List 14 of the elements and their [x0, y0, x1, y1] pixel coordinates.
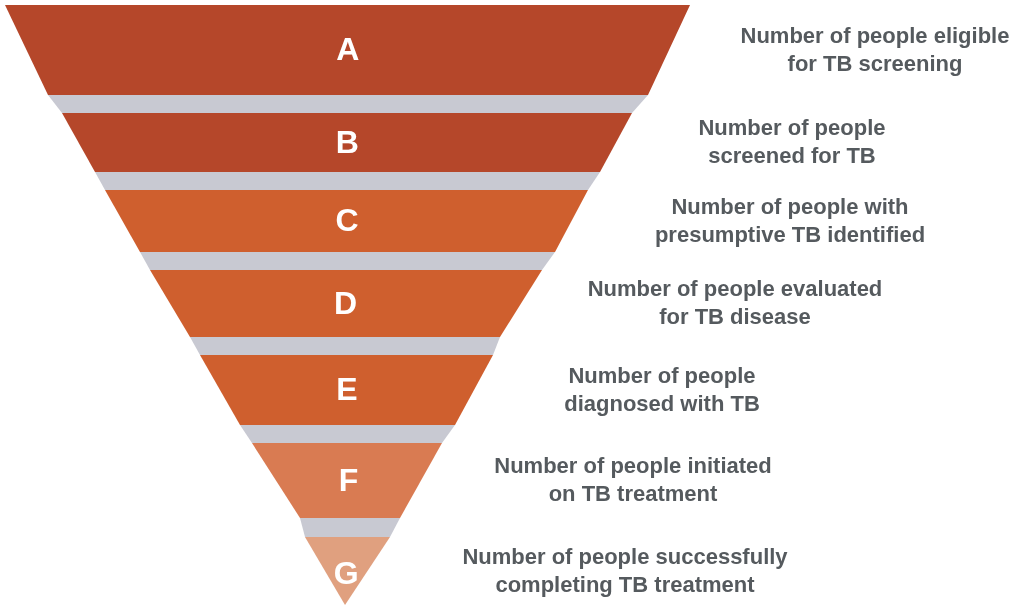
stage-letter: G: [333, 557, 359, 590]
stage-description: Number of people diagnosed with TB: [563, 362, 761, 418]
stage-description: Number of people successfully completing TB treatment: [461, 543, 789, 599]
stage-description: Number of people evaluated for TB disease: [586, 275, 884, 331]
stage-letter: B: [335, 125, 359, 158]
stage-letter: D: [333, 286, 358, 319]
stage-letter: F: [338, 463, 359, 496]
stage-description: Number of people initiated on TB treatment: [493, 452, 773, 508]
stage-letter: A: [336, 33, 360, 65]
stage-description: Number of people eligible for TB screening: [739, 22, 1011, 78]
stage-letter: E: [336, 373, 358, 405]
stage-letter: C: [335, 204, 359, 236]
stage-description: Number of people screened for TB: [697, 114, 887, 170]
stage-description: Number of people with presumptive TB identified: [653, 193, 927, 249]
